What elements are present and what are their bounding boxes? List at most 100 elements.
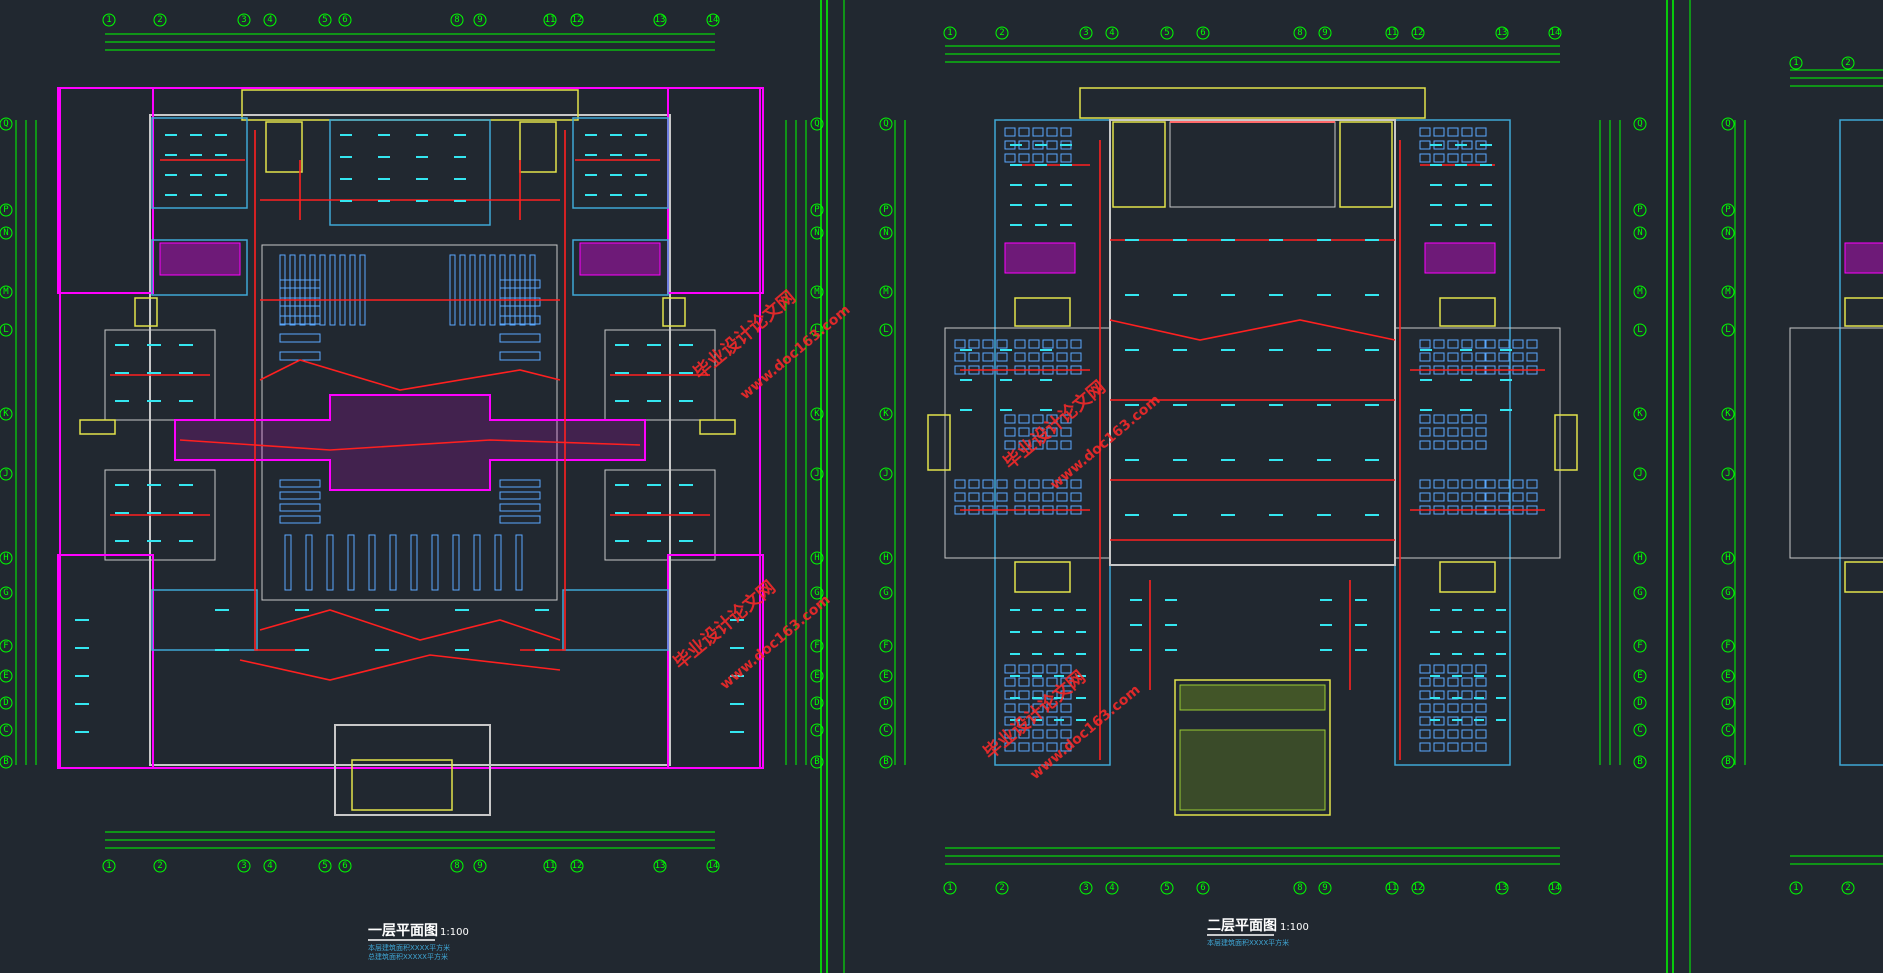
svg-text:D: D — [1637, 698, 1642, 708]
svg-text:14: 14 — [708, 15, 719, 25]
grid-axis-bubble: B — [879, 755, 893, 769]
grid-axis-bubble: G — [1633, 586, 1647, 600]
grid-axis-bubble: J — [1633, 467, 1647, 481]
svg-text:J: J — [814, 469, 819, 479]
grid-axis-bubble: H — [1721, 551, 1735, 565]
svg-text:8: 8 — [1297, 28, 1302, 38]
grid-axis-bubble: C — [879, 723, 893, 737]
svg-text:6: 6 — [1200, 28, 1205, 38]
grid-axis-bubble: J — [0, 467, 13, 481]
svg-text:Q: Q — [814, 119, 819, 129]
grid-axis-bubble: 1 — [102, 13, 116, 27]
plan1-site-boundary — [59, 87, 761, 769]
grid-axis-bubble: E — [1721, 669, 1735, 683]
svg-text:1: 1 — [1793, 883, 1798, 893]
svg-text:B: B — [883, 757, 888, 767]
grid-axis-bubble: 6 — [338, 13, 352, 27]
svg-text:J: J — [1725, 469, 1730, 479]
watermark-group: 毕业设计论文网 www.doc163.com 毕业设计论文网 www.doc16… — [669, 286, 1163, 783]
grid-axis-bubble: P — [810, 203, 824, 217]
svg-text:E: E — [1637, 671, 1642, 681]
svg-text:12: 12 — [1413, 883, 1424, 893]
svg-text:4: 4 — [267, 15, 272, 25]
svg-text:3: 3 — [1083, 883, 1088, 893]
grid-axis-bubble: F — [1721, 639, 1735, 653]
svg-text:H: H — [3, 553, 8, 563]
svg-text:14: 14 — [708, 861, 719, 871]
svg-text:K: K — [1637, 409, 1643, 419]
grid-axis-bubble: L — [0, 323, 13, 337]
grid-axis-bubble: F — [0, 639, 13, 653]
svg-text:B: B — [1637, 757, 1642, 767]
grid-axis-bubble: N — [1721, 226, 1735, 240]
svg-text:12: 12 — [572, 861, 583, 871]
grid-axis-bubble: 5 — [318, 859, 332, 873]
grid-axis-bubble: M — [879, 285, 893, 299]
svg-text:M: M — [883, 287, 889, 297]
grid-axis-bubble: E — [1633, 669, 1647, 683]
svg-text:6: 6 — [342, 861, 347, 871]
grid-axis-bubble: 13 — [653, 859, 667, 873]
svg-text:F: F — [1637, 641, 1642, 651]
svg-text:13: 13 — [1497, 28, 1508, 38]
svg-text:Q: Q — [1725, 119, 1730, 129]
grid-axis-bubble: E — [879, 669, 893, 683]
grid-axis-bubble: 11 — [543, 13, 557, 27]
grid-axis-bubble: 5 — [318, 13, 332, 27]
svg-text:5: 5 — [1164, 28, 1169, 38]
svg-text:K: K — [814, 409, 820, 419]
plan1-toilets — [159, 242, 661, 491]
svg-text:8: 8 — [454, 15, 459, 25]
grid-axis-bubble: J — [1721, 467, 1735, 481]
grid-axis-bubble: Q — [879, 117, 893, 131]
grid-axis-bubble: K — [0, 407, 13, 421]
grid-axis-bubble: M — [0, 285, 13, 299]
grid-axis-bubble: P — [1633, 203, 1647, 217]
svg-text:H: H — [814, 553, 819, 563]
grid-axis-bubble: L — [1721, 323, 1735, 337]
grid-axis-bubble: B — [1633, 755, 1647, 769]
grid-axis-bubble: F — [879, 639, 893, 653]
svg-text:J: J — [1637, 469, 1642, 479]
plan1-note-1: 本层建筑面积XXXX平方米 — [368, 943, 450, 952]
plan2-scale: 1:100 — [1280, 922, 1309, 933]
grid-axis-bubble: P — [0, 203, 13, 217]
grid-axis-bubble: 4 — [1105, 881, 1119, 895]
svg-text:1: 1 — [947, 28, 952, 38]
svg-text:N: N — [814, 228, 819, 238]
grid-axis-bubble: 4 — [263, 13, 277, 27]
grid-axis-bubble: 13 — [653, 13, 667, 27]
svg-text:3: 3 — [1083, 28, 1088, 38]
svg-text:8: 8 — [454, 861, 459, 871]
svg-text:D: D — [3, 698, 8, 708]
plan2-note-1: 本层建筑面积XXXX平方米 — [1207, 938, 1289, 947]
svg-text:8: 8 — [1297, 883, 1302, 893]
svg-text:9: 9 — [477, 15, 482, 25]
grid-axis-bubble: E — [0, 669, 13, 683]
plan2-toilets — [1004, 242, 1496, 274]
grid-axis-bubble: L — [810, 323, 824, 337]
plan1-bookshelves — [279, 254, 541, 591]
svg-text:E: E — [883, 671, 888, 681]
svg-text:L: L — [1637, 325, 1642, 335]
svg-text:12: 12 — [572, 15, 583, 25]
svg-text:P: P — [814, 205, 820, 215]
grid-axis-bubble: 11 — [1385, 26, 1399, 40]
grid-axis-bubble: M — [810, 285, 824, 299]
svg-text:J: J — [3, 469, 8, 479]
svg-text:F: F — [883, 641, 888, 651]
svg-text:K: K — [3, 409, 9, 419]
svg-text:L: L — [883, 325, 888, 335]
grid-axis-bubble: L — [1633, 323, 1647, 337]
svg-text:1: 1 — [1793, 58, 1798, 68]
svg-text:Q: Q — [883, 119, 888, 129]
svg-text:11: 11 — [1387, 28, 1398, 38]
svg-text:4: 4 — [267, 861, 272, 871]
